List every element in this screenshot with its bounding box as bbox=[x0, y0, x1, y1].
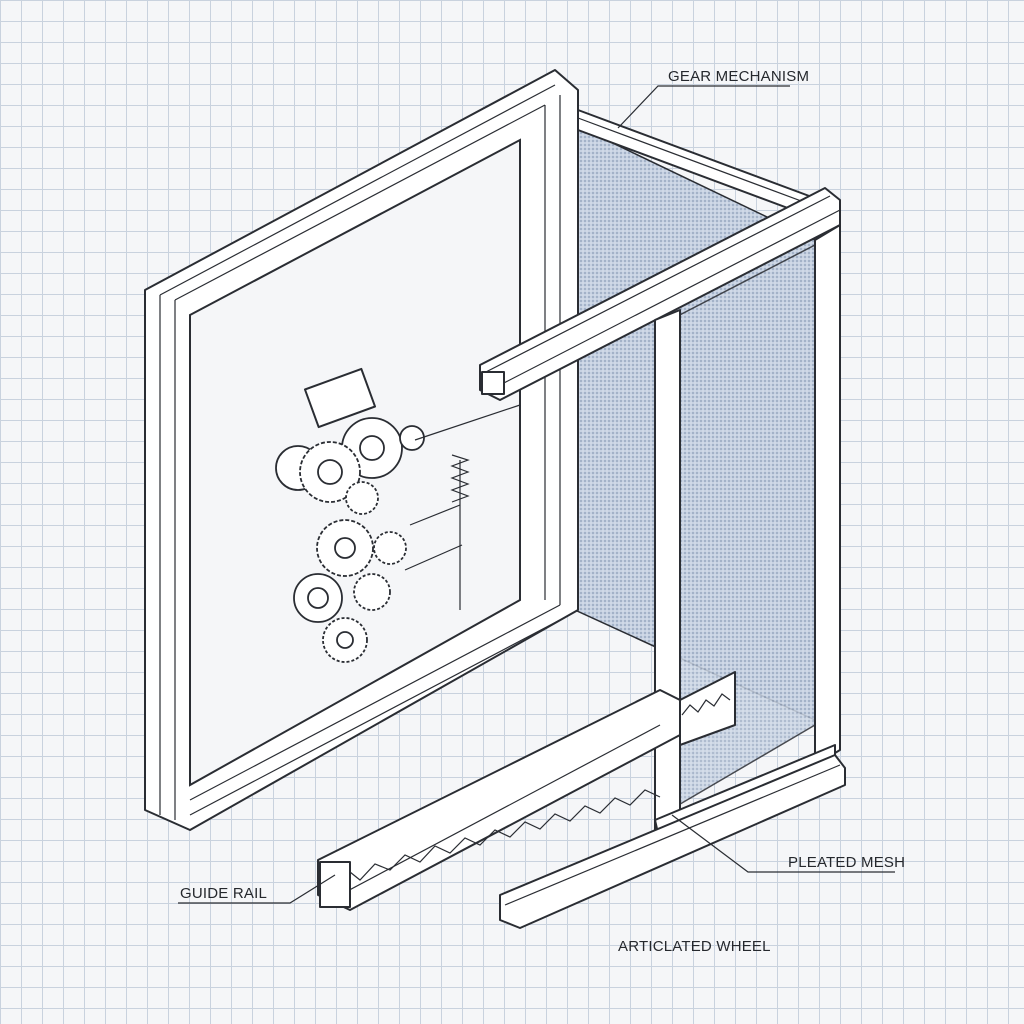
gear-mechanism-cluster bbox=[275, 367, 521, 663]
inner-rack bbox=[679, 671, 736, 746]
label-pleated-mesh: PLEATED MESH bbox=[788, 854, 906, 871]
guide-rail-body bbox=[317, 689, 681, 911]
label-gear-mechanism: GEAR MECHANISM bbox=[668, 68, 810, 85]
leader-lines bbox=[178, 85, 895, 904]
bottom-slide-rail bbox=[499, 754, 846, 929]
label-articulated-wheel: ARTICLATED WHEEL bbox=[618, 938, 771, 955]
label-guide-rail: GUIDE RAIL bbox=[180, 885, 268, 902]
